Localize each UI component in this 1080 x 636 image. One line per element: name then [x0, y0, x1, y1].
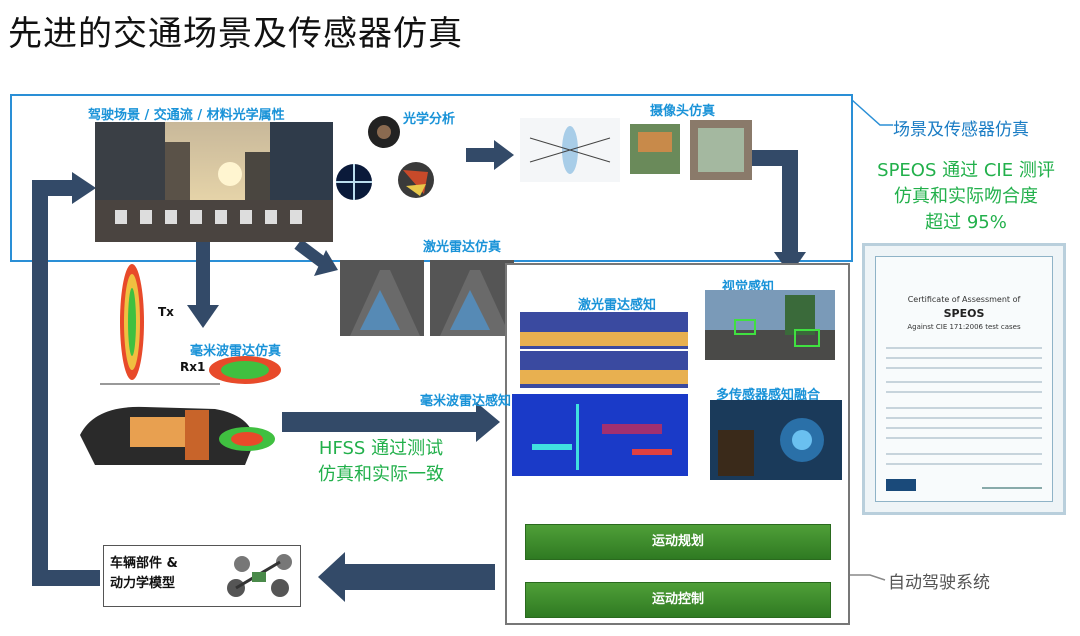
scene-sensor-sim-label: 场景及传感器仿真	[893, 120, 1029, 140]
cert-text-line	[886, 417, 1042, 419]
motion-planning-block: 运动规划	[525, 524, 831, 560]
certificate-logo	[886, 479, 916, 491]
vehicle-model-label: 车辆部件 & 动力学模型	[110, 554, 178, 594]
cert-text-line	[886, 381, 1042, 383]
fusion-label: 多传感器感知融合	[716, 388, 821, 403]
visual-perception-image	[705, 290, 835, 360]
vehicle-model-box: 车辆部件 & 动力学模型	[103, 545, 301, 607]
tx-label: Tx	[158, 305, 174, 319]
optical-analysis-image	[336, 116, 434, 200]
speos-note-line1: SPEOS 通过 CIE 测评	[877, 160, 1055, 181]
hfss-note-line2: 仿真和实际一致	[318, 464, 444, 485]
autonomous-system-label: 自动驾驶系统	[888, 573, 990, 593]
hfss-note-line1: HFSS 通过测试	[318, 438, 444, 459]
speos-certificate: Certificate of Assessment of SPEOS Again…	[862, 243, 1066, 515]
optical-analysis-label: 光学分析	[403, 112, 456, 127]
lidar-sim-image	[340, 260, 514, 336]
cert-text-line	[886, 463, 1042, 465]
bumper-radar-image	[80, 406, 275, 465]
speos-note-line2: 仿真和实际吻合度	[894, 186, 1038, 207]
vehicle-model-line2: 动力学模型	[110, 576, 176, 591]
speos-note-line3: 超过 95%	[925, 212, 1007, 233]
certificate-inner: Certificate of Assessment of SPEOS Again…	[875, 256, 1053, 502]
mmwave-sim-label: 毫米波雷达仿真	[190, 344, 282, 359]
certificate-heading: Certificate of Assessment of	[907, 295, 1021, 304]
camera-sim-image	[520, 118, 752, 182]
rx-label: Rx1	[180, 360, 206, 374]
cert-text-line	[886, 437, 1042, 439]
cert-text-line	[886, 391, 1042, 393]
lidar-perception-image	[520, 312, 688, 388]
cert-text-line	[886, 427, 1042, 429]
fusion-image	[710, 400, 842, 480]
cert-text-line	[886, 347, 1042, 349]
motion-control-block: 运动控制	[525, 582, 831, 618]
mmwave-perception-image	[512, 394, 688, 476]
radar-pattern-image	[100, 264, 281, 385]
speos-note: SPEOS 通过 CIE 测评 仿真和实际吻合度 超过 95%	[866, 158, 1066, 236]
cert-text-line	[886, 453, 1042, 455]
camera-sim-label: 摄像头仿真	[650, 104, 716, 119]
lidar-perception-label: 激光雷达感知	[578, 298, 657, 313]
cert-text-line	[886, 367, 1042, 369]
cert-text-line	[886, 357, 1042, 359]
driving-scene-label: 驾驶场景 / 交通流 / 材料光学属性	[88, 108, 285, 123]
hfss-note: HFSS 通过测试 仿真和实际一致	[296, 436, 466, 488]
certificate-signature	[982, 487, 1042, 489]
lidar-sim-label: 激光雷达仿真	[423, 240, 502, 255]
chassis-image	[227, 554, 292, 597]
page-title: 先进的交通场景及传感器仿真	[8, 14, 463, 54]
certificate-product: SPEOS	[943, 307, 985, 320]
mmwave-perception-label: 毫米波雷达感知	[420, 394, 512, 409]
certificate-subtitle: Against CIE 171:2006 test cases	[907, 323, 1021, 331]
driving-scene-image	[95, 122, 333, 242]
cert-text-line	[886, 407, 1042, 409]
vehicle-model-line1: 车辆部件 &	[110, 556, 178, 571]
